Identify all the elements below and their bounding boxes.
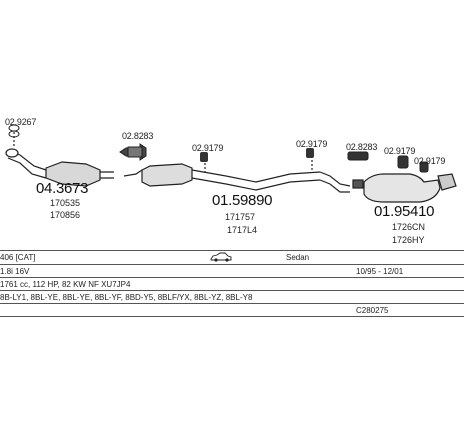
- dates-cell: 10/95 - 12/01: [356, 267, 404, 276]
- body-type-cell: Sedan: [286, 253, 310, 262]
- exhaust-system-diagram: 02.9267 04.3673 170535 170856 02.8283 02…: [5, 117, 457, 245]
- catalog-number-cell: C280275: [356, 306, 389, 315]
- info-row: 8B-LY1, 8BL-YE, 8BL-YE, 8BL-YF, 8BD-Y5, …: [0, 290, 464, 304]
- info-table-bottom-border: [0, 316, 464, 318]
- rear-mount-part: [347, 151, 429, 173]
- middle-hanger-part: [200, 148, 314, 162]
- alt-part-ref: 171757: [225, 212, 256, 222]
- car-sedan-icon: [210, 252, 232, 264]
- part-ref-label: 02.9179: [384, 146, 416, 156]
- front-pipe-catalyst-part: [5, 132, 114, 187]
- intermediate-pipe-part: [311, 160, 351, 193]
- middle-pipe-silencer-part: [123, 163, 321, 191]
- info-row: 1.8i 16V 10/95 - 12/01: [0, 264, 464, 278]
- part-ref-label: 02.9179: [296, 139, 328, 149]
- alt-part-ref: 170535: [50, 198, 81, 208]
- alt-part-ref: 170856: [50, 210, 81, 220]
- engine-cell: 1.8i 16V: [0, 267, 30, 276]
- info-row: C280275: [0, 303, 464, 317]
- info-row: 406 [CAT] Sedan: [0, 250, 464, 265]
- clamp-ring-part: [8, 124, 20, 138]
- part-ref-label: 02.8283: [122, 131, 154, 141]
- part-ref-label: 02.9179: [414, 156, 446, 166]
- codes-cell: 8B-LY1, 8BL-YE, 8BL-YE, 8BL-YF, 8BD-Y5, …: [0, 293, 253, 302]
- specs-cell: 1761 cc, 112 HP, 82 KW NF XU7JP4: [0, 280, 131, 289]
- info-row: 1761 cc, 112 HP, 82 KW NF XU7JP4: [0, 277, 464, 291]
- alt-part-ref: 1717L4: [227, 225, 258, 235]
- part-number: 01.95410: [374, 203, 435, 220]
- exhaust-parts-drawing: [5, 124, 457, 203]
- part-ref-label: 02.9267: [5, 117, 37, 127]
- part-number: 01.59890: [212, 192, 273, 209]
- part-ref-label: 02.9179: [192, 143, 224, 153]
- rear-silencer-part: [352, 173, 457, 203]
- part-number: 04.3673: [36, 180, 89, 197]
- model-cell: 406 [CAT]: [0, 253, 36, 262]
- alt-part-ref: 1726CN: [392, 222, 426, 232]
- part-ref-label: 02.8283: [346, 142, 378, 152]
- alt-part-ref: 1726HY: [392, 235, 425, 245]
- gasket-part: [119, 143, 147, 161]
